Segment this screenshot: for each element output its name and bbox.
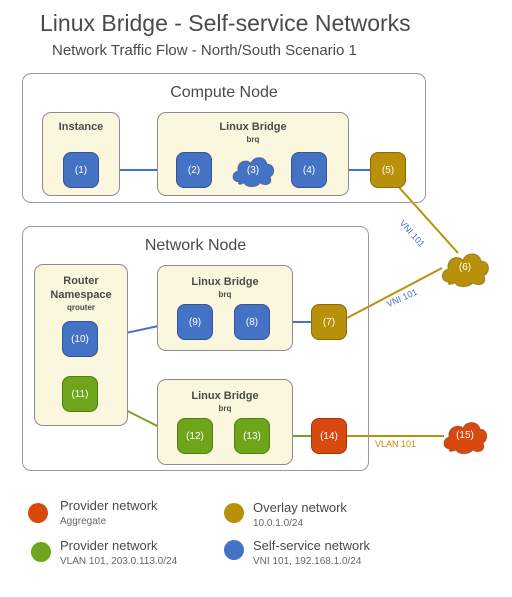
node-11: (11) bbox=[62, 376, 98, 412]
legend-overlay-name: Overlay network bbox=[253, 500, 347, 515]
legend-dot-provider-vlan bbox=[31, 542, 51, 562]
legend-provider-vlan-desc: VLAN 101, 203.0.113.0/24 bbox=[60, 556, 178, 567]
page-title: Linux Bridge - Self-service Networks bbox=[40, 10, 411, 36]
node-3-label: (3) bbox=[246, 165, 260, 176]
node-15-label: (15) bbox=[456, 430, 474, 441]
router-label: Router bbox=[63, 275, 99, 287]
network-bridge-1-label: Linux Bridge bbox=[191, 276, 259, 288]
node-3-cloud bbox=[232, 157, 275, 188]
node-5: (5) bbox=[370, 152, 406, 188]
node-7: (7) bbox=[311, 304, 347, 340]
compute-node-box: Compute Node bbox=[22, 73, 426, 203]
legend-provider-aggregate-desc: Aggregate bbox=[60, 516, 107, 527]
node-1: (1) bbox=[63, 152, 99, 188]
network-bridge-2-sub: brq bbox=[218, 404, 232, 413]
instance-label: Instance bbox=[58, 121, 104, 133]
compute-bridge-label: Linux Bridge bbox=[219, 121, 287, 133]
network-bridge-2-label: Linux Bridge bbox=[191, 390, 259, 402]
network-bridge-1-sub: brq bbox=[218, 290, 232, 299]
node-13: (13) bbox=[234, 418, 270, 454]
node-6-cloud bbox=[441, 253, 489, 288]
link-6-7 bbox=[346, 267, 443, 319]
link-5-6 bbox=[396, 184, 459, 254]
node-14: (14) bbox=[311, 418, 347, 454]
compute-bridge-sub: brq bbox=[246, 135, 260, 144]
node-9: (9) bbox=[177, 304, 213, 340]
compute-node-label: Compute Node bbox=[170, 84, 278, 101]
node-8: (8) bbox=[234, 304, 270, 340]
legend-dot-selfservice bbox=[224, 540, 244, 560]
node-10: (10) bbox=[62, 321, 98, 357]
router-sub: qrouter bbox=[67, 303, 95, 312]
node-2: (2) bbox=[176, 152, 212, 188]
legend-overlay-desc: 10.0.1.0/24 bbox=[253, 518, 304, 529]
legend-selfservice-name: Self-service network bbox=[253, 538, 371, 553]
vlan-label: VLAN 101 bbox=[375, 439, 417, 449]
page-subtitle: Network Traffic Flow - North/South Scena… bbox=[52, 42, 357, 59]
node-15-cloud bbox=[443, 422, 488, 455]
node-6-label: (6) bbox=[458, 262, 472, 273]
legend-dot-provider-aggregate bbox=[28, 503, 48, 523]
node-12: (12) bbox=[177, 418, 213, 454]
legend-dot-overlay bbox=[224, 503, 244, 523]
router-namespace-label: Namespace bbox=[50, 289, 112, 301]
legend-provider-vlan-name: Provider network bbox=[60, 538, 158, 553]
network-node-box: Network Node bbox=[22, 226, 369, 471]
network-node-label: Network Node bbox=[144, 237, 247, 254]
legend-selfservice-desc: VNI 101, 192.168.1.0/24 bbox=[253, 556, 362, 567]
legend-provider-aggregate-name: Provider network bbox=[60, 498, 158, 513]
node-4: (4) bbox=[291, 152, 327, 188]
